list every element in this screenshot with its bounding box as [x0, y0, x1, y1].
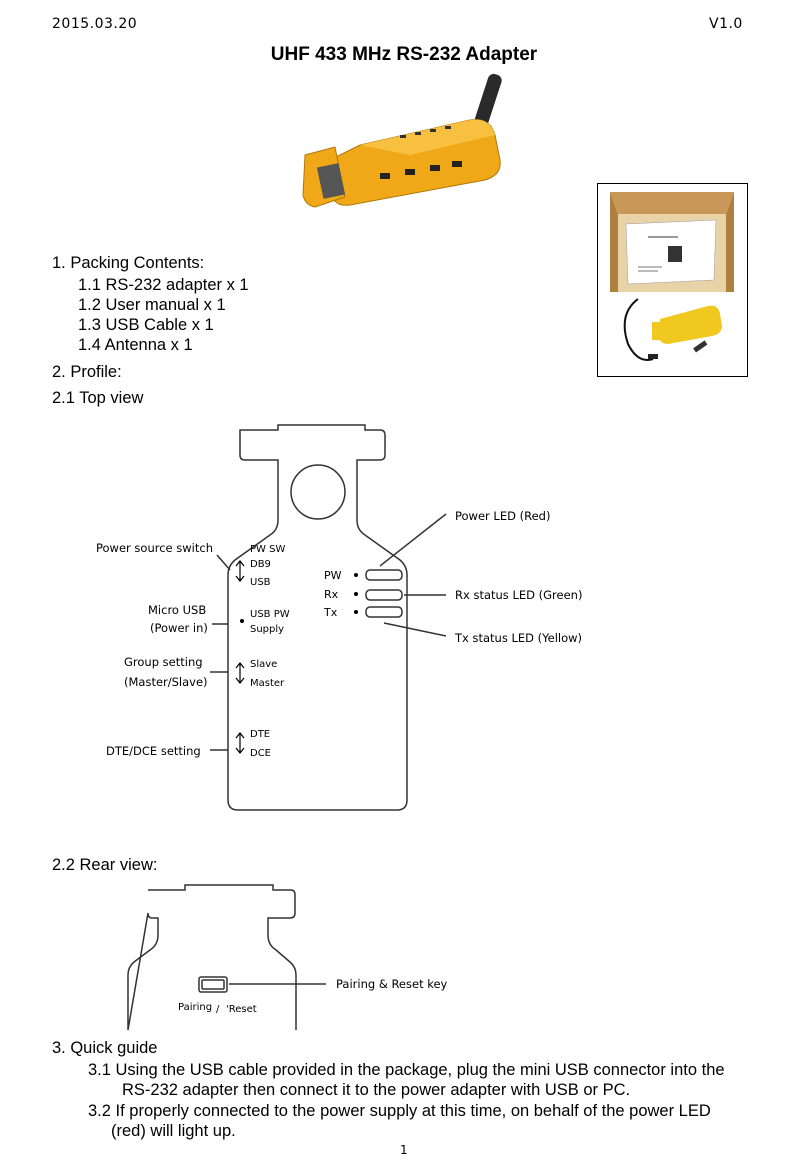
- callout-tx-led: Tx status LED (Yellow): [454, 631, 582, 645]
- connector-circle: [290, 464, 346, 520]
- pairing-reset-key: [198, 976, 228, 993]
- callout-power-led: Power LED (Red): [455, 509, 550, 523]
- package-photo: [598, 184, 747, 376]
- rear-view-heading: 2.2 Rear view:: [52, 856, 158, 874]
- document-date: 2015.03.20: [52, 16, 138, 32]
- packing-heading: 1. Packing Contents:: [52, 254, 205, 272]
- quick-guide-item-1-cont: RS-232 adapter then connect it to the po…: [122, 1081, 631, 1099]
- callout-power-in: (Power in): [150, 621, 208, 635]
- top-view-diagram: PW SW DB9 USB USB PW Supply Slave Master…: [96, 424, 582, 811]
- key-label-pairing: Pairing: [178, 1002, 212, 1013]
- board-label-pw: PW: [324, 569, 342, 582]
- packing-item: 1.2 User manual x 1: [78, 296, 226, 314]
- board-label-dte: DTE: [250, 729, 270, 740]
- callout-group-setting: Group setting: [124, 655, 203, 669]
- quick-guide-item-2: 3.2 If properly connected to the power s…: [88, 1102, 711, 1120]
- rear-view-diagram: Pairing / 'Reset Pairing & Reset key: [127, 884, 448, 1031]
- callout-dte-dce-setting: DTE/DCE setting: [106, 744, 201, 758]
- board-label-master: Master: [250, 678, 285, 689]
- quick-guide-heading: 3. Quick guide: [52, 1039, 158, 1057]
- packing-item: 1.4 Antenna x 1: [78, 336, 193, 354]
- page-title: UHF 433 MHz RS-232 Adapter: [270, 44, 538, 65]
- board-label-db9: DB9: [250, 559, 271, 570]
- board-label-rx: Rx: [324, 588, 339, 601]
- document-version: V1.0: [709, 16, 743, 32]
- callout-rx-led: Rx status LED (Green): [455, 588, 582, 602]
- board-label-supply: Supply: [250, 624, 284, 635]
- quick-guide-item-2-cont: (red) will light up.: [111, 1122, 236, 1140]
- profile-heading: 2. Profile:: [52, 363, 122, 381]
- package-photo-frame: [597, 183, 748, 377]
- page-number: 1: [400, 1143, 409, 1157]
- rear-device-outline: [127, 884, 297, 1031]
- rx-led: [365, 589, 403, 601]
- board-label-tx: Tx: [323, 606, 338, 619]
- pw-led: [365, 569, 403, 581]
- top-view-heading: 2.1 Top view: [52, 389, 144, 407]
- packing-item: 1.1 RS-232 adapter x 1: [78, 276, 249, 294]
- adapter-body-graphic: [302, 119, 501, 208]
- callout-power-source-switch: Power source switch: [96, 541, 213, 555]
- board-label-usb-pw: USB PW: [250, 609, 290, 620]
- callout-master-slave: (Master/Slave): [124, 675, 208, 689]
- board-label-pw-sw: PW SW: [250, 544, 285, 555]
- quick-guide-item-1: 3.1 Using the USB cable provided in the …: [88, 1061, 725, 1079]
- device-outline: [227, 424, 408, 811]
- product-photo: [302, 73, 502, 208]
- tx-led: [365, 606, 403, 618]
- key-label-reset: 'Reset: [226, 1004, 257, 1015]
- board-label-slave: Slave: [250, 659, 277, 670]
- board-label-dce: DCE: [250, 748, 271, 759]
- key-label-separator: /: [216, 1004, 220, 1015]
- packing-item: 1.3 USB Cable x 1: [78, 316, 214, 334]
- callout-micro-usb: Micro USB: [148, 603, 206, 617]
- callout-pairing-reset-key: Pairing & Reset key: [336, 977, 448, 991]
- board-label-usb: USB: [250, 577, 271, 588]
